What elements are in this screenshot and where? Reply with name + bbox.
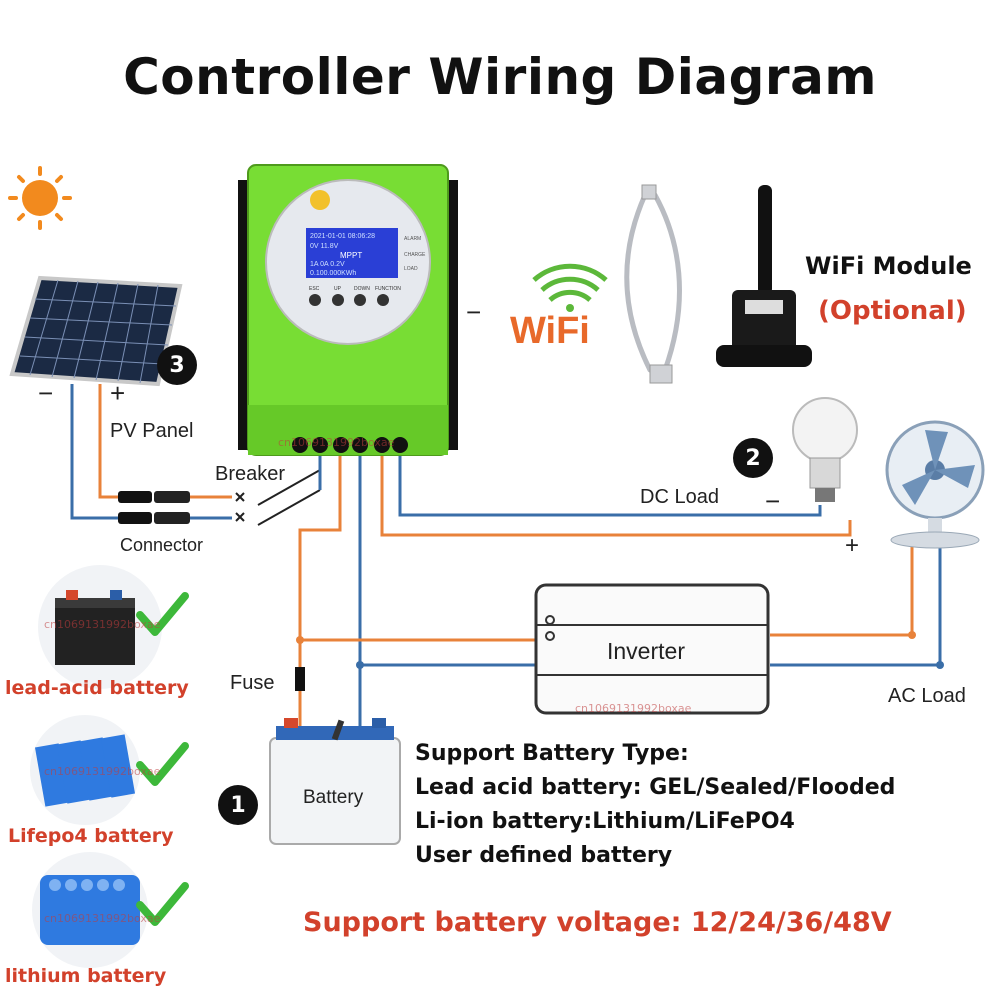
sun-icon	[8, 166, 72, 230]
controller-device: 2021-01-01 08:06:28 0V 11.8V MPPT 1A 0A …	[238, 164, 458, 456]
check-icon	[136, 882, 189, 926]
lifepo4-battery-icon	[30, 715, 140, 825]
esc-button[interactable]	[309, 294, 321, 306]
indicator-charge: CHARGE	[404, 252, 426, 258]
battery-icon	[269, 718, 401, 845]
watermark: cn1069131992boxae	[44, 765, 161, 778]
screen-line2: 0V 11.8V	[310, 243, 339, 250]
wifi-module-note: (Optional)	[818, 296, 967, 326]
connector-label: Connector	[120, 535, 204, 555]
dc-plus-label: +	[845, 532, 860, 559]
check-icon	[136, 742, 189, 786]
dc-load-label: DC Load	[640, 486, 719, 508]
screen-line4: 0.100.000KWh	[310, 270, 356, 277]
page-title: Controller Wiring Diagram	[123, 48, 877, 106]
lithium-battery-icon	[32, 852, 148, 968]
battery-label: Battery	[303, 787, 364, 808]
ac-load-label: AC Load	[888, 685, 966, 707]
wifi-logo-text: WiFi	[510, 310, 590, 352]
up-button[interactable]	[332, 294, 344, 306]
wifi-module-title: WiFi Module	[805, 252, 972, 280]
indicator-alarm: ALARM	[404, 236, 421, 242]
inverter-label: Inverter	[607, 638, 685, 664]
light-bulb-icon	[792, 397, 858, 502]
indicator-load: LOAD	[404, 266, 418, 272]
support-line-user: User defined battery	[415, 843, 673, 868]
screen-line3: 1A 0A 0.2V	[310, 261, 345, 268]
dc-minus-label: −	[765, 486, 781, 516]
connector-icon	[118, 491, 190, 524]
btn-esc-label: ESC	[309, 286, 320, 292]
lead-acid-label: lead-acid battery	[5, 677, 189, 699]
lithium-label: lithium battery	[5, 965, 167, 987]
marker-1: 1	[218, 785, 258, 825]
watermark: cn1069131992boxae	[278, 436, 395, 449]
btn-down-label: DOWN	[354, 286, 370, 292]
support-heading: Support Battery Type:	[415, 741, 689, 766]
logo-icon	[310, 190, 330, 210]
breaker-label: Breaker	[215, 463, 286, 485]
function-button[interactable]	[377, 294, 389, 306]
wifi-dash-label: −	[466, 297, 482, 327]
lead-acid-battery-icon	[38, 565, 162, 689]
down-button[interactable]	[354, 294, 366, 306]
fan-icon	[885, 420, 985, 549]
check-icon	[136, 592, 189, 636]
pv-panel-label: PV Panel	[110, 420, 194, 442]
marker-2: 2	[733, 438, 773, 478]
watermark: cn1069131992boxae	[44, 912, 161, 925]
btn-function-label: FUNCTION	[375, 286, 401, 292]
watermark: cn1069131992boxae	[44, 618, 161, 631]
wifi-icon	[532, 263, 608, 312]
fuse-icon	[295, 667, 305, 691]
support-voltage: Support battery voltage: 12/24/36/48V	[303, 907, 892, 938]
support-line-li-ion: Li-ion battery:Lithium/LiFePO4	[415, 809, 795, 834]
wifi-module-icon	[716, 185, 812, 367]
support-line-lead-acid: Lead acid battery: GEL/Sealed/Flooded	[415, 775, 896, 800]
screen-center: MPPT	[340, 251, 362, 260]
pv-plus-label: +	[110, 378, 126, 408]
fuse-label: Fuse	[230, 672, 275, 694]
support-info: Support Battery Type: Lead acid battery:…	[415, 737, 895, 873]
lifepo4-label: Lifepo4 battery	[8, 825, 174, 847]
watermark: cn1069131992boxae	[575, 702, 692, 715]
pv-panel-icon	[9, 275, 183, 387]
terminal-block	[292, 437, 408, 453]
btn-up-label: UP	[334, 286, 342, 292]
pv-minus-label: −	[38, 378, 54, 408]
marker-3: 3	[157, 345, 197, 385]
network-cable-icon	[624, 184, 682, 384]
screen-line1: 2021-01-01 08:06:28	[310, 233, 375, 240]
inverter-icon	[534, 583, 770, 715]
